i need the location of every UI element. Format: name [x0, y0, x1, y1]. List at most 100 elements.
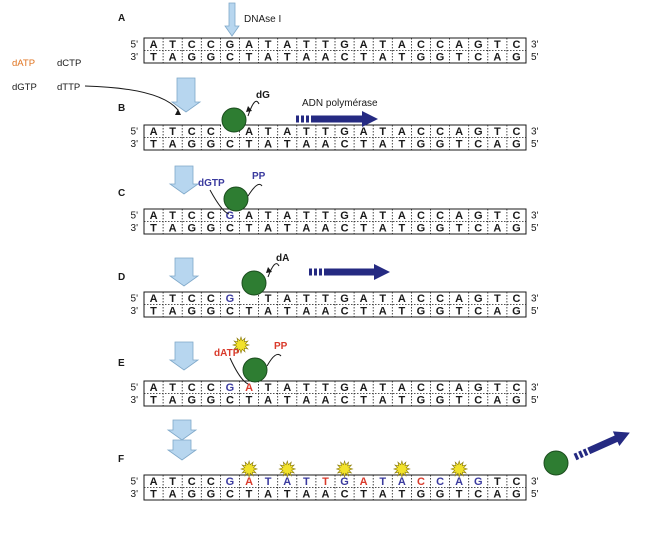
panel-E-bottom-5prime: 5'	[531, 395, 539, 406]
panel-D-bottom-base: A	[169, 305, 177, 317]
panel-label-B: B	[118, 103, 125, 114]
panel-A-bottom-base: T	[456, 51, 463, 63]
panel-F-bottom-base: G	[512, 488, 521, 500]
panel-E-bottom-3prime: 3'	[131, 395, 139, 406]
panel-A-bottom-base: A	[264, 51, 272, 63]
step-arrow-c-d	[168, 257, 200, 287]
panel-A-bottom-base: G	[436, 51, 445, 63]
panel-D-bottom-base: T	[246, 305, 253, 317]
panel-D-top-base: A	[283, 293, 291, 305]
panel-F-top-base: C	[207, 476, 215, 488]
panel-D-top-base: C	[436, 293, 444, 305]
nucleotide-datp: dATP	[12, 58, 35, 69]
panel-E-bottom-base: G	[417, 394, 426, 406]
panel-B-bottom-base: A	[302, 138, 310, 150]
polymerase-e	[242, 357, 268, 383]
panel-D-top-base: T	[303, 293, 310, 305]
panel-D-bottom-base: T	[398, 305, 405, 317]
nucleotide-curve-head	[175, 109, 181, 115]
step-arrow-d-e	[168, 341, 200, 371]
step-arrow-a-b	[170, 77, 202, 113]
panel-E-bottom-base: C	[341, 394, 349, 406]
panel-C-top-3prime: 3'	[531, 211, 539, 222]
panel-A-top-base: G	[474, 39, 483, 51]
panel-A-top-base: C	[417, 39, 425, 51]
panel-E-top-base: T	[265, 382, 272, 394]
panel-D-bottom-base: A	[264, 305, 272, 317]
panel-A-top-base: A	[283, 39, 291, 51]
polymerase-exit-arrow	[573, 431, 630, 461]
panel-B-top-base: C	[417, 126, 425, 138]
panel-A-top-base: T	[303, 39, 310, 51]
panel-E-top-base: A	[283, 382, 291, 394]
panel-C-top-base: C	[436, 210, 444, 222]
panel-B-top-3prime: 3'	[531, 127, 539, 138]
panel-A-bottom-5prime: 5'	[531, 52, 539, 63]
panel-B-bottom-base: C	[474, 138, 482, 150]
panel-C-bottom-base: A	[169, 222, 177, 234]
panel-A-top-base: A	[455, 39, 463, 51]
panel-C-bottom-base: T	[456, 222, 463, 234]
panel-label-E: E	[118, 358, 125, 369]
panel-F-bottom-3prime: 3'	[131, 489, 139, 500]
panel-C-top-base: T	[322, 210, 329, 222]
panel-A-top-base: T	[322, 39, 329, 51]
panel-F-bottom-base: G	[417, 488, 426, 500]
panel-D-top-base: C	[512, 293, 520, 305]
panel-B-bottom-base: A	[169, 138, 177, 150]
panel-A-bottom-base: A	[493, 51, 501, 63]
panel-F-top-base: A	[360, 476, 368, 488]
panel-D-top-base: G	[226, 293, 235, 305]
panel-D-bottom-base: T	[360, 305, 367, 317]
panel-E-top-base: C	[207, 382, 215, 394]
panel-D-bottom-5prime: 5'	[531, 306, 539, 317]
panel-A-bottom-base: T	[284, 51, 291, 63]
panel-D-top-base: T	[169, 293, 176, 305]
polymerase-b	[221, 107, 247, 133]
panel-B-top-base: T	[494, 126, 501, 138]
panel-B-bottom-base: T	[360, 138, 367, 150]
panel-E-top-base: G	[340, 382, 349, 394]
panel-E-top-3prime: 3'	[531, 383, 539, 394]
panel-B-top-base: A	[455, 126, 463, 138]
panel-E-top-base: T	[494, 382, 501, 394]
panel-C-bottom-base: T	[150, 222, 157, 234]
panel-C-bottom-base: G	[436, 222, 445, 234]
panel-F-bottom-base: C	[341, 488, 349, 500]
panel-E-bottom-base: A	[169, 394, 177, 406]
panel-C-top-base: A	[150, 210, 158, 222]
note-pp-c: PP	[252, 171, 266, 182]
panel-C-top-base: C	[207, 210, 215, 222]
panel-E-bottom-base: T	[360, 394, 367, 406]
panel-B-bottom-base: G	[512, 138, 521, 150]
note-datp: dATP	[214, 348, 240, 359]
panel-C-top-base: C	[188, 210, 196, 222]
panel-C-bottom-3prime: 3'	[131, 223, 139, 234]
incorporate-curve-e	[229, 357, 249, 385]
panel-E-bottom-base: G	[436, 394, 445, 406]
panel-C-bottom-base: G	[187, 222, 196, 234]
panel-D-bottom-base: A	[302, 305, 310, 317]
nucleotide-dctp: dCTP	[57, 58, 81, 69]
panel-B-top-base: A	[150, 126, 158, 138]
panel-F-top-base: C	[417, 476, 425, 488]
panel-E-top-base: G	[226, 382, 235, 394]
panel-B-bottom-base: G	[417, 138, 426, 150]
panel-A-bottom-3prime: 3'	[131, 52, 139, 63]
panel-F-top-base: T	[379, 476, 386, 488]
panel-C-top-base: T	[379, 210, 386, 222]
panel-D-bottom-base: T	[284, 305, 291, 317]
panel-F-top-base: A	[455, 476, 463, 488]
panel-A-bottom-base: T	[150, 51, 157, 63]
panel-B-top-base: C	[188, 126, 196, 138]
panel-E-bottom-base: C	[474, 394, 482, 406]
panel-B-bottom-base: T	[150, 138, 157, 150]
panel-E-bottom-base: T	[150, 394, 157, 406]
panel-B-bottom-base: G	[207, 138, 216, 150]
panel-D-top-base: A	[455, 293, 463, 305]
panel-D-top-3prime: 3'	[531, 294, 539, 305]
nucleotide-dttp: dTTP	[57, 82, 80, 93]
starburst-e	[232, 336, 250, 354]
panel-D-bottom-base: A	[321, 305, 329, 317]
panel-B-top-base: T	[303, 126, 310, 138]
